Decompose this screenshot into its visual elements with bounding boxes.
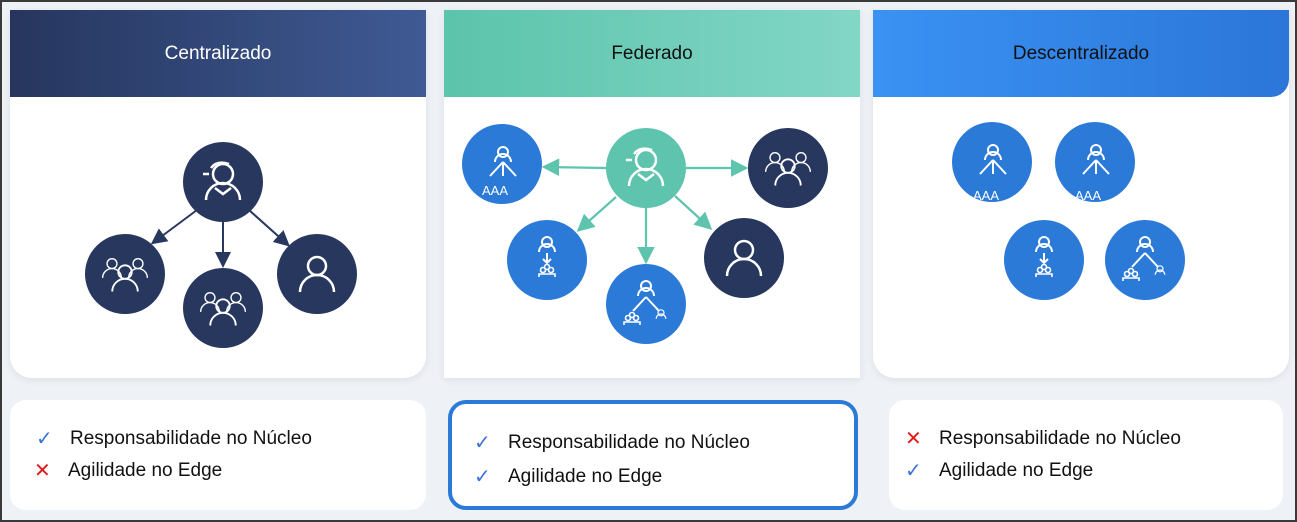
- lead-node: [183, 142, 263, 222]
- feature-row: ✓ Responsabilidade no Núcleo: [36, 426, 312, 451]
- panel-title: Descentralizado: [873, 10, 1289, 97]
- feature-row: ✕ Responsabilidade no Núcleo: [905, 426, 1181, 451]
- feature-row: ✓ Agilidade no Edge: [905, 458, 1093, 483]
- panel-title: Centralizado: [10, 10, 426, 97]
- feature-label: Responsabilidade no Núcleo: [939, 427, 1181, 449]
- feature-label: Agilidade no Edge: [508, 465, 663, 487]
- cascade-node: [507, 220, 587, 300]
- team-node: [183, 268, 263, 348]
- aaa-node: AAA: [1055, 122, 1135, 203]
- check-icon: ✓: [474, 432, 491, 454]
- person-node: [277, 234, 357, 314]
- feature-label: Responsabilidade no Núcleo: [70, 427, 312, 449]
- centralized-arrows: [150, 209, 290, 268]
- cascade-node: [1004, 220, 1084, 300]
- feature-label: Responsabilidade no Núcleo: [508, 431, 750, 453]
- lead-node: [606, 128, 686, 208]
- feature-row: ✓ Agilidade no Edge: [474, 464, 662, 489]
- split-node: [606, 264, 686, 344]
- feature-label: Agilidade no Edge: [68, 459, 223, 481]
- svg-text:AAA: AAA: [482, 183, 508, 198]
- feature-row: ✕ Agilidade no Edge: [34, 458, 222, 483]
- check-icon: ✓: [905, 460, 922, 482]
- svg-text:AAA: AAA: [973, 188, 999, 203]
- check-icon: ✓: [36, 428, 53, 450]
- aaa-node: AAA: [462, 124, 542, 204]
- svg-text:AAA: AAA: [1075, 188, 1101, 203]
- team-node: [85, 234, 165, 314]
- aaa-node: AAA: [952, 122, 1032, 203]
- person-node: [704, 218, 784, 298]
- features-federado: ✓ Responsabilidade no Núcleo ✓ Agilidade n…: [448, 400, 858, 510]
- cross-icon: ✕: [34, 460, 51, 482]
- team-node: [748, 128, 828, 208]
- split-node: [1105, 220, 1185, 300]
- features-centralizado: ✓ Responsabilidade no Núcleo ✕ Agilidade n…: [10, 400, 426, 510]
- check-icon: ✓: [474, 466, 491, 488]
- feature-label: Agilidade no Edge: [939, 459, 1094, 481]
- feature-row: ✓ Responsabilidade no Núcleo: [474, 430, 750, 455]
- features-descentralizado: ✕ Responsabilidade no Núcleo ✓ Agilidade n…: [889, 400, 1283, 510]
- cross-icon: ✕: [905, 428, 922, 450]
- panel-title: Federado: [444, 10, 860, 97]
- federated-arrows: [541, 158, 749, 265]
